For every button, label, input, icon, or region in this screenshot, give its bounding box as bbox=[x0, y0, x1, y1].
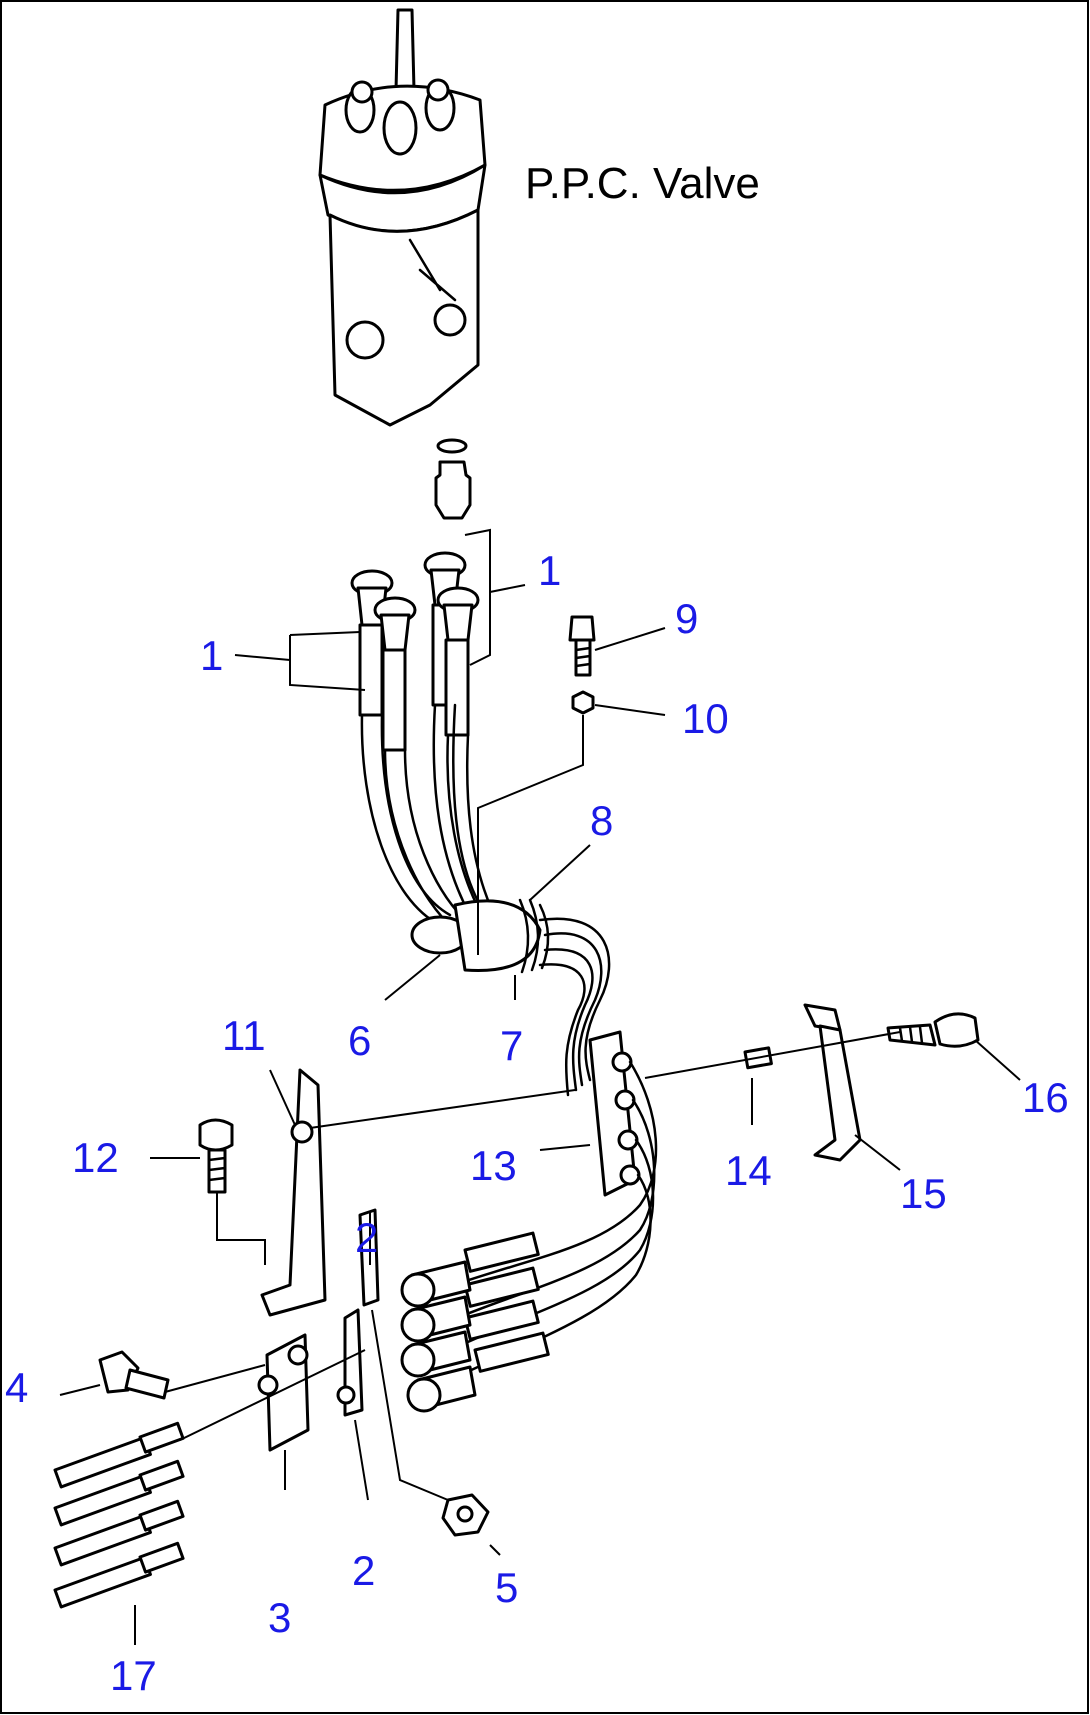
callout-2-upper: 2 bbox=[355, 1214, 378, 1261]
callout-7: 7 bbox=[500, 1022, 523, 1069]
callout-9: 9 bbox=[675, 595, 698, 642]
bolt-9 bbox=[568, 615, 596, 677]
callout-17: 17 bbox=[110, 1652, 157, 1699]
callout-16: 16 bbox=[1022, 1074, 1069, 1121]
bolt-16 bbox=[886, 1012, 980, 1048]
callout-1-left: 1 bbox=[200, 632, 223, 679]
callout-12: 12 bbox=[72, 1134, 119, 1181]
plate-2-lower bbox=[336, 1308, 364, 1417]
callout-15: 15 bbox=[900, 1170, 947, 1217]
callout-2-lower: 2 bbox=[352, 1547, 375, 1594]
callout-3: 3 bbox=[268, 1594, 291, 1641]
bolt-4 bbox=[98, 1350, 170, 1400]
washer-10 bbox=[571, 690, 595, 715]
diagram-title: P.P.C. Valve bbox=[525, 159, 760, 208]
callout-14: 14 bbox=[725, 1147, 772, 1194]
callout-6: 6 bbox=[348, 1017, 371, 1064]
callout-4: 4 bbox=[5, 1364, 28, 1411]
callout-11: 11 bbox=[222, 1012, 266, 1059]
callouts: 1 1 9 10 8 6 7 11 12 13 14 15 16 2 2 4 3… bbox=[5, 547, 1069, 1699]
callout-13: 13 bbox=[470, 1142, 517, 1189]
leader-lines bbox=[59, 528, 1021, 1645]
callout-5: 5 bbox=[495, 1564, 518, 1611]
hose-ends-17 bbox=[53, 1421, 185, 1609]
nut-5 bbox=[441, 1493, 490, 1537]
hose-assembly bbox=[350, 551, 658, 1413]
ppc-valve bbox=[318, 8, 487, 427]
callout-10: 10 bbox=[682, 695, 729, 742]
bracket-11 bbox=[260, 1068, 327, 1317]
clamp-15 bbox=[803, 1003, 862, 1162]
bolt-12 bbox=[198, 1118, 234, 1194]
plate-3 bbox=[257, 1333, 310, 1452]
fitting bbox=[434, 438, 472, 520]
hose-ends bbox=[400, 1231, 550, 1413]
callout-8: 8 bbox=[590, 797, 613, 844]
callout-1-right: 1 bbox=[538, 547, 561, 594]
